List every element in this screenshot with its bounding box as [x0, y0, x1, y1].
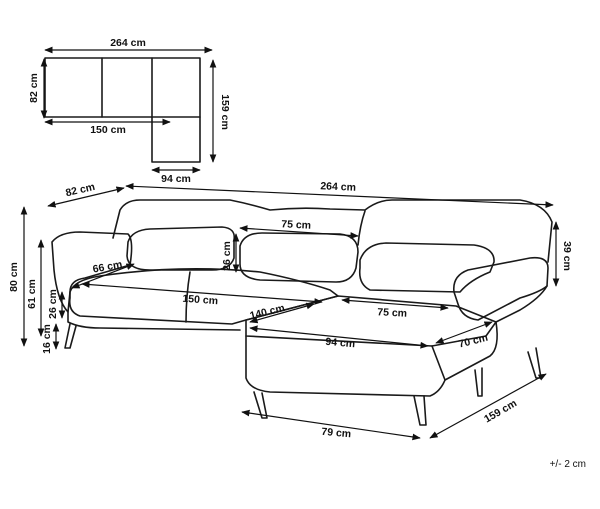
label-overall-depth: 82 cm	[64, 181, 96, 199]
label-armrest-width: 66 cm	[92, 259, 123, 276]
top-view: 264 cm 82 cm 150 cm 159 cm 94 cm	[28, 37, 231, 185]
label-chaise-top: 94 cm	[325, 336, 356, 351]
dim-line-chaise-seat-width	[341, 297, 449, 311]
label-seat-thickness: 26 cm	[47, 289, 59, 319]
label-top-depth: 82 cm	[28, 73, 40, 103]
dim-line-seat-section	[81, 281, 323, 305]
label-leg-height: 16 cm	[41, 324, 53, 354]
label-chaise-side: 70 cm	[457, 332, 489, 351]
label-chaise-base: 79 cm	[321, 426, 352, 441]
backrest-outline	[112, 199, 553, 263]
label-overall-height: 80 cm	[8, 262, 20, 292]
tolerance-note: +/- 2 cm	[550, 459, 586, 470]
label-chaise-seat-width: 75 cm	[377, 306, 407, 320]
label-top-chaise-depth: 159 cm	[219, 94, 231, 130]
dim-line-chaise-side	[435, 321, 493, 344]
perspective-view: 82 cm 264 cm 80 cm 61 cm 26 cm 16 cm 66 …	[8, 180, 573, 440]
label-seat-height: 61 cm	[26, 279, 38, 309]
sofa-leg-right	[527, 347, 542, 379]
label-chaise-total: 159 cm	[482, 397, 519, 425]
dim-line-chaise-total	[429, 373, 547, 439]
dim-line-overall-width	[125, 182, 554, 209]
chaise-side	[444, 321, 498, 381]
label-seat-section: 150 cm	[182, 293, 218, 307]
sofa-leg-left	[64, 323, 77, 349]
chaise-leg-back-right	[474, 367, 483, 397]
back-cushion-middle	[239, 232, 359, 283]
dim-line-chaise-base	[241, 409, 421, 441]
label-chaise-length: 140 cm	[249, 302, 286, 322]
dim-line-chaise-length	[249, 302, 315, 324]
label-armrest-height: 39 cm	[561, 241, 573, 271]
dim-line-chaise-top	[249, 325, 429, 349]
label-top-chaise-width: 94 cm	[161, 173, 191, 185]
chaise-leg-front-right	[413, 395, 427, 426]
chaise-arm-side	[495, 285, 548, 323]
label-cushion-width: 75 cm	[281, 218, 311, 232]
label-overall-width: 264 cm	[320, 180, 356, 194]
backrest-seam	[357, 210, 366, 246]
label-cushion-height: 26 cm	[221, 241, 233, 271]
label-top-sofa-section: 150 cm	[90, 124, 126, 136]
dim-line-cushion-width	[239, 225, 359, 239]
back-cushion-left	[126, 226, 236, 271]
dim-line-overall-depth	[47, 186, 125, 208]
label-top-width: 264 cm	[110, 37, 146, 49]
sofa-base	[67, 311, 241, 331]
left-armrest	[51, 231, 133, 313]
top-view-outline	[44, 57, 201, 163]
back-cushion-right	[358, 242, 495, 293]
